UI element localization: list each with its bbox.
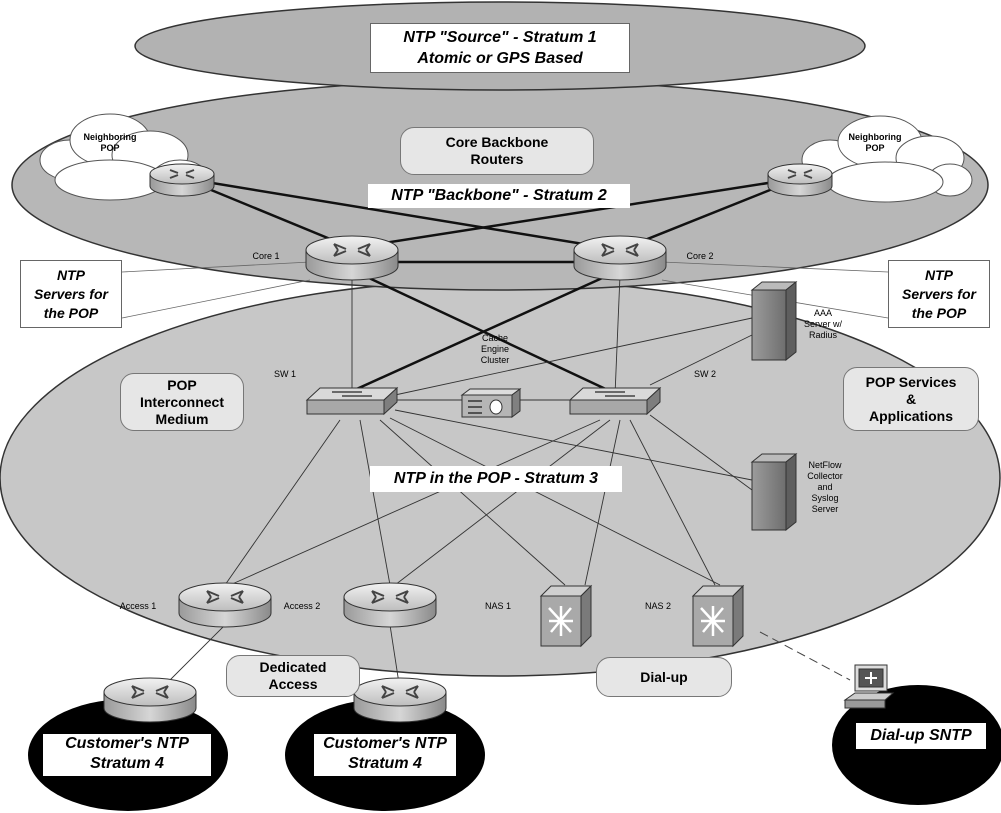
dedicated-line2: Access (268, 676, 318, 692)
pop-links (159, 274, 753, 691)
pop-services-line1: POP Services (865, 373, 957, 390)
backbone-stratum-text: NTP "Backbone" - Stratum 2 (391, 187, 607, 204)
aaa-line3: Radius (808, 330, 837, 340)
nas2-icon (691, 584, 745, 648)
netflow-line4: Syslog (811, 493, 839, 503)
ntp-servers-right-note: NTP Servers for the POP (888, 260, 990, 328)
access1-router-icon (178, 582, 272, 628)
aaa-line2: Server w/ (803, 319, 842, 329)
customer-left-label: Customer's NTP Stratum 4 (42, 733, 212, 777)
ntp-servers-right-line1: NTP (925, 266, 953, 283)
core1-label: Core 1 (252, 251, 280, 261)
cloud-right-icon (801, 115, 973, 203)
customer-mid-router-icon (353, 677, 447, 723)
pop-services-line2: & (905, 390, 917, 407)
access2-label: Access 2 (283, 601, 321, 611)
customer-right-label: Dial-up SNTP (855, 722, 987, 750)
core-backbone-line2: Routers (470, 151, 524, 167)
dialup-link (759, 631, 851, 681)
aaa-server-label: AAA Server w/ Radius (800, 308, 846, 341)
netflow-line5: Server (811, 504, 839, 514)
source-line1: NTP "Source" - Stratum 1 (403, 29, 597, 46)
customer-mid-label: Customer's NTP Stratum 4 (313, 733, 457, 777)
core2-router-icon (573, 235, 667, 281)
customer-left-line1: Customer's NTP (65, 735, 189, 752)
pop-interconnect-line1: POP (167, 376, 197, 393)
pop-services-line3: Applications (868, 407, 953, 424)
netflow-line2: Collector (807, 471, 843, 481)
access2-router-icon (343, 582, 437, 628)
dialup-label: Dial-up (596, 657, 732, 697)
ntp-servers-left-note: NTP Servers for the POP (20, 260, 122, 328)
neighbor-left-line1: Neighboring (83, 132, 137, 142)
netflow-server-icon (750, 452, 798, 532)
backbone-stratum-label: NTP "Backbone" - Stratum 2 (368, 184, 630, 208)
pop-services-label: POP Services & Applications (843, 367, 979, 431)
ntp-servers-left-line3: the POP (43, 304, 99, 321)
core-backbone-line1: Core Backbone (445, 134, 549, 150)
neighbor-router-left-icon (149, 163, 215, 197)
pop-interconnect-line2: Interconnect (139, 393, 224, 410)
pop-stratum-text: NTP in the POP - Stratum 3 (393, 470, 599, 487)
customer-left-router-icon (103, 677, 197, 723)
neighbor-right-label: Neighboring POP (840, 132, 910, 154)
netflow-server-label: NetFlow Collector and Syslog Server (800, 460, 850, 515)
source-line2: Atomic or GPS Based (417, 50, 583, 67)
sw2-switch-icon (569, 387, 661, 415)
neighbor-right-line2: POP (865, 143, 885, 153)
customer-right-text: Dial-up SNTP (870, 727, 972, 744)
neighbor-left-label: Neighboring POP (75, 132, 145, 154)
cache-line3: Cluster (480, 355, 510, 365)
ntp-servers-left-line1: NTP (57, 266, 85, 283)
neighbor-right-line1: Neighboring (848, 132, 902, 142)
pop-interconnect-line3: Medium (155, 410, 209, 427)
ntp-servers-right-line3: the POP (911, 304, 967, 321)
customer-mid-line2: Stratum 4 (348, 755, 422, 772)
sw2-label: SW 2 (693, 369, 716, 379)
aaa-server-icon (750, 280, 798, 362)
pop-interconnect-label: POP Interconnect Medium (120, 373, 244, 431)
ntp-servers-left-line2: Servers for (34, 285, 108, 302)
dedicated-access-label: Dedicated Access (226, 655, 360, 697)
dedicated-line1: Dedicated (259, 659, 327, 675)
sw1-label: SW 1 (273, 369, 296, 379)
netflow-line3: and (817, 482, 833, 492)
nas1-label: NAS 1 (484, 601, 511, 611)
cache-line2: Engine (480, 344, 510, 354)
core1-router-icon (305, 235, 399, 281)
customer-left-line2: Stratum 4 (90, 755, 164, 772)
customer-mid-line1: Customer's NTP (323, 735, 447, 752)
neighbor-left-line2: POP (100, 143, 120, 153)
nas1-icon (539, 584, 593, 648)
source-label: NTP "Source" - Stratum 1 Atomic or GPS B… (370, 23, 630, 73)
cache-engine-icon (460, 388, 522, 418)
pop-stratum-label: NTP in the POP - Stratum 3 (370, 466, 622, 492)
cache-line1: Cache (481, 333, 508, 343)
sw1-switch-icon (306, 387, 398, 415)
ntp-servers-right-line2: Servers for (902, 285, 976, 302)
neighbor-router-right-icon (767, 163, 833, 197)
dialup-pc-icon (843, 664, 895, 709)
nas2-label: NAS 2 (644, 601, 671, 611)
core2-label: Core 2 (686, 251, 714, 261)
cache-engine-label: Cache Engine Cluster (470, 333, 520, 366)
netflow-line1: NetFlow (808, 460, 842, 470)
aaa-line1: AAA (813, 308, 832, 318)
core-backbone-label: Core Backbone Routers (400, 127, 594, 175)
access1-label: Access 1 (119, 601, 157, 611)
dialup-text: Dial-up (640, 668, 688, 685)
